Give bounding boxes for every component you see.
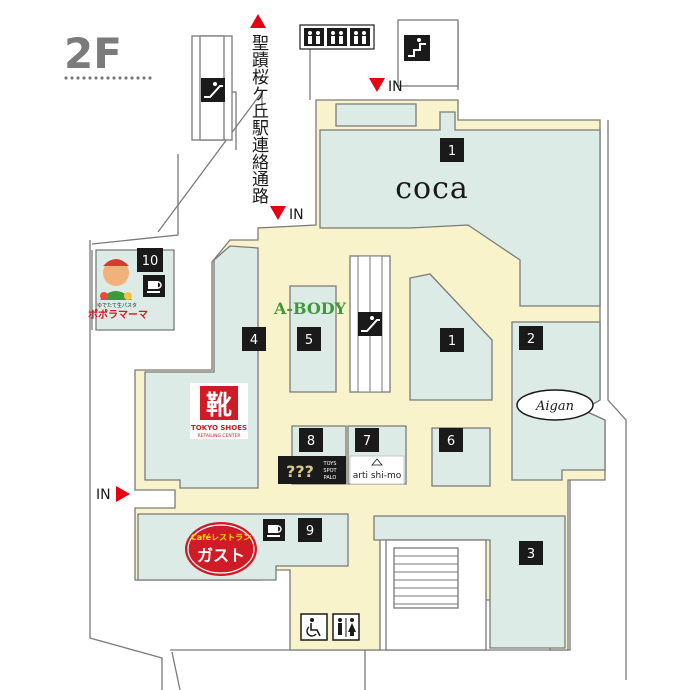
store-2-marker[interactable]: 2 <box>519 326 543 350</box>
store-3-number: 3 <box>527 547 535 562</box>
tokyo-shoes-mark: 靴 <box>206 391 232 421</box>
right-arrow-icon <box>116 486 130 502</box>
store-9-number: 9 <box>306 524 314 539</box>
toys-spot-palo-line3: PALO <box>324 475 337 481</box>
store-7-number: 7 <box>363 434 371 449</box>
floor-indicator: 2F <box>64 29 152 80</box>
store-6-marker[interactable]: 6 <box>439 428 463 452</box>
store-10-number: 10 <box>142 254 159 269</box>
aigan-name: Aigan <box>535 399 574 414</box>
entrance-top: IN <box>369 78 403 95</box>
tokyo-shoes-line2: RETAILING CENTER <box>198 433 241 439</box>
store-6-number: 6 <box>447 434 455 449</box>
toys-spot-palo-logo[interactable]: ??? TOYS SPOT PALO <box>278 456 346 484</box>
accessible-toilet-icon <box>300 613 328 641</box>
escalator-icon <box>201 78 225 102</box>
escalator-icon <box>358 312 382 336</box>
gusto-name: ガスト <box>197 546 245 565</box>
coca-logo[interactable]: coca <box>395 171 469 206</box>
store-3-area <box>373 515 566 649</box>
store-1-number: 1 <box>448 144 456 159</box>
up-arrow-icon <box>250 14 266 28</box>
cafe-cup-icon <box>263 519 285 541</box>
store-2-number: 2 <box>527 332 535 347</box>
store-coca-area <box>319 111 601 307</box>
store-5-number: 5 <box>305 333 313 348</box>
entrance-top-label: IN <box>388 79 403 95</box>
store-1-center-number: 1 <box>448 334 456 349</box>
store-10-marker[interactable]: 10 <box>137 248 163 272</box>
popolamama-logo[interactable]: ゆでたて生パスタ ポポラマーマ <box>88 259 148 321</box>
arti-shimo-name: arti shi-mo <box>353 471 402 481</box>
elevator-icon <box>327 28 347 46</box>
entrance-passage: IN <box>270 206 304 223</box>
store-8-marker[interactable]: 8 <box>299 428 323 452</box>
store-1-marker[interactable]: 1 <box>440 138 464 162</box>
floor-label: 2F <box>64 29 122 78</box>
tokyo-shoes-logo[interactable]: 靴 TOKYO SHOES RETAILING CENTER <box>190 383 248 439</box>
store-7-marker[interactable]: 7 <box>355 428 379 452</box>
station-passage-label: 聖蹟桜ケ丘駅連絡通路 <box>248 34 269 204</box>
popolamama-name: ポポラマーマ <box>88 308 148 321</box>
entrance-passage-label: IN <box>289 207 304 223</box>
entrance-left-label: IN <box>96 487 111 503</box>
coca-name: coca <box>395 171 469 206</box>
gusto-top: Caféレストラン <box>191 532 251 542</box>
stairs-icon <box>404 35 430 61</box>
down-arrow-icon <box>369 78 385 92</box>
popolamama-tag: ゆでたて生パスタ <box>97 302 137 309</box>
toys-spot-palo-line2: SPOT <box>323 468 337 474</box>
down-arrow-icon <box>270 206 286 220</box>
store-coca-annex <box>335 103 417 127</box>
store-8-number: 8 <box>307 434 315 449</box>
aigan-logo[interactable]: Aigan <box>516 389 594 421</box>
gusto-logo[interactable]: Caféレストラン ガスト <box>185 522 257 576</box>
a-body-name: A-BODY <box>273 299 347 318</box>
store-3-marker[interactable]: 3 <box>519 541 543 565</box>
tokyo-shoes-line1: TOKYO SHOES <box>191 424 247 432</box>
station-passage: 聖蹟桜ケ丘駅連絡通路 <box>248 14 269 204</box>
store-9-marker[interactable]: 9 <box>298 518 322 542</box>
a-body-logo[interactable]: A-BODY <box>273 299 347 318</box>
store-markers: 1 1 2 3 4 5 6 7 <box>137 138 543 565</box>
elevator-icon <box>304 28 324 46</box>
store-5-marker[interactable]: 5 <box>297 327 321 351</box>
store-1-center-marker[interactable]: 1 <box>440 328 464 352</box>
stairwell <box>385 539 487 651</box>
restroom-icon <box>332 613 360 641</box>
cafe-cup-icon <box>143 275 165 297</box>
arti-shimo-logo[interactable]: arti shi-mo <box>349 455 405 485</box>
elevator-icons <box>299 24 375 50</box>
store-4-marker[interactable]: 4 <box>242 327 266 351</box>
elevator-icon <box>350 28 370 46</box>
entrance-left: IN <box>96 486 130 503</box>
toys-spot-palo-mark: ??? <box>286 462 314 481</box>
floor-dots <box>64 76 152 80</box>
toys-spot-palo-line1: TOYS <box>323 461 337 467</box>
store-4-number: 4 <box>250 333 258 348</box>
